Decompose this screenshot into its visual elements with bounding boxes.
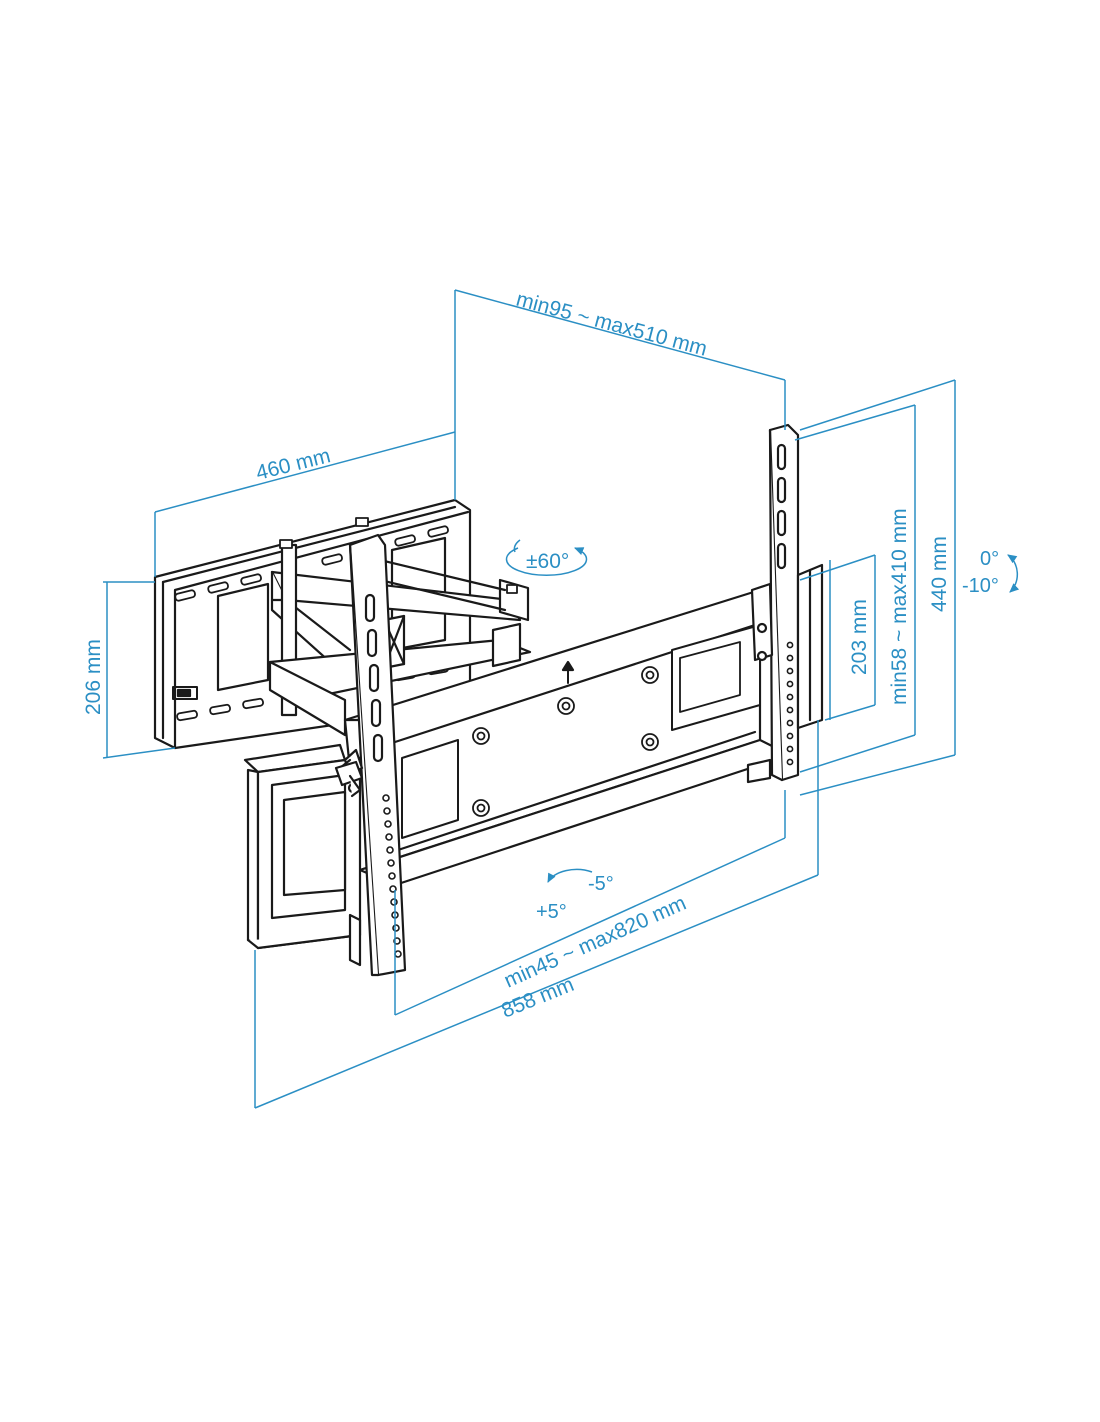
label-arm-extension: min95 ~ max510 mm xyxy=(514,288,710,361)
tilt-knob xyxy=(334,760,364,798)
bracket-drawing xyxy=(153,423,824,977)
label-tilt-bottom: -10° xyxy=(962,575,999,597)
label-wall-plate-height: 206 mm xyxy=(82,639,105,715)
dim-858-line xyxy=(254,874,819,1109)
label-bracket-height: 440 mm xyxy=(928,536,951,612)
vertical-arm-left xyxy=(338,533,407,977)
tilt-arc-icon xyxy=(1007,554,1020,593)
tv-plate xyxy=(343,588,792,887)
label-swivel: ±60° xyxy=(526,550,569,573)
vesa-holes xyxy=(472,666,659,817)
level-arc-icon xyxy=(547,868,593,883)
vertical-arm-right xyxy=(746,423,824,784)
label-vertical-hole-range: min58 ~ max410 mm xyxy=(888,508,911,705)
label-level-plus: +5° xyxy=(536,901,567,923)
dim-arm-extension-line xyxy=(454,289,786,381)
bolts xyxy=(279,517,518,594)
label-level-minus: -5° xyxy=(588,873,614,895)
rotation-arc-icon xyxy=(505,539,588,576)
swing-arms xyxy=(268,543,532,737)
dim-45-820-line xyxy=(394,837,786,1016)
dim-wall-width-line xyxy=(154,431,456,513)
label-wall-plate-width: 460 mm xyxy=(254,444,333,485)
tv-frame-left xyxy=(243,743,362,950)
label-vesa-203: 203 mm xyxy=(848,599,871,675)
dimension-lines xyxy=(102,289,1020,1109)
label-tilt-top: 0° xyxy=(980,548,999,570)
up-arrow-icon xyxy=(561,660,575,684)
label-horizontal-hole-range: min45 ~ max820 mm xyxy=(501,892,690,993)
